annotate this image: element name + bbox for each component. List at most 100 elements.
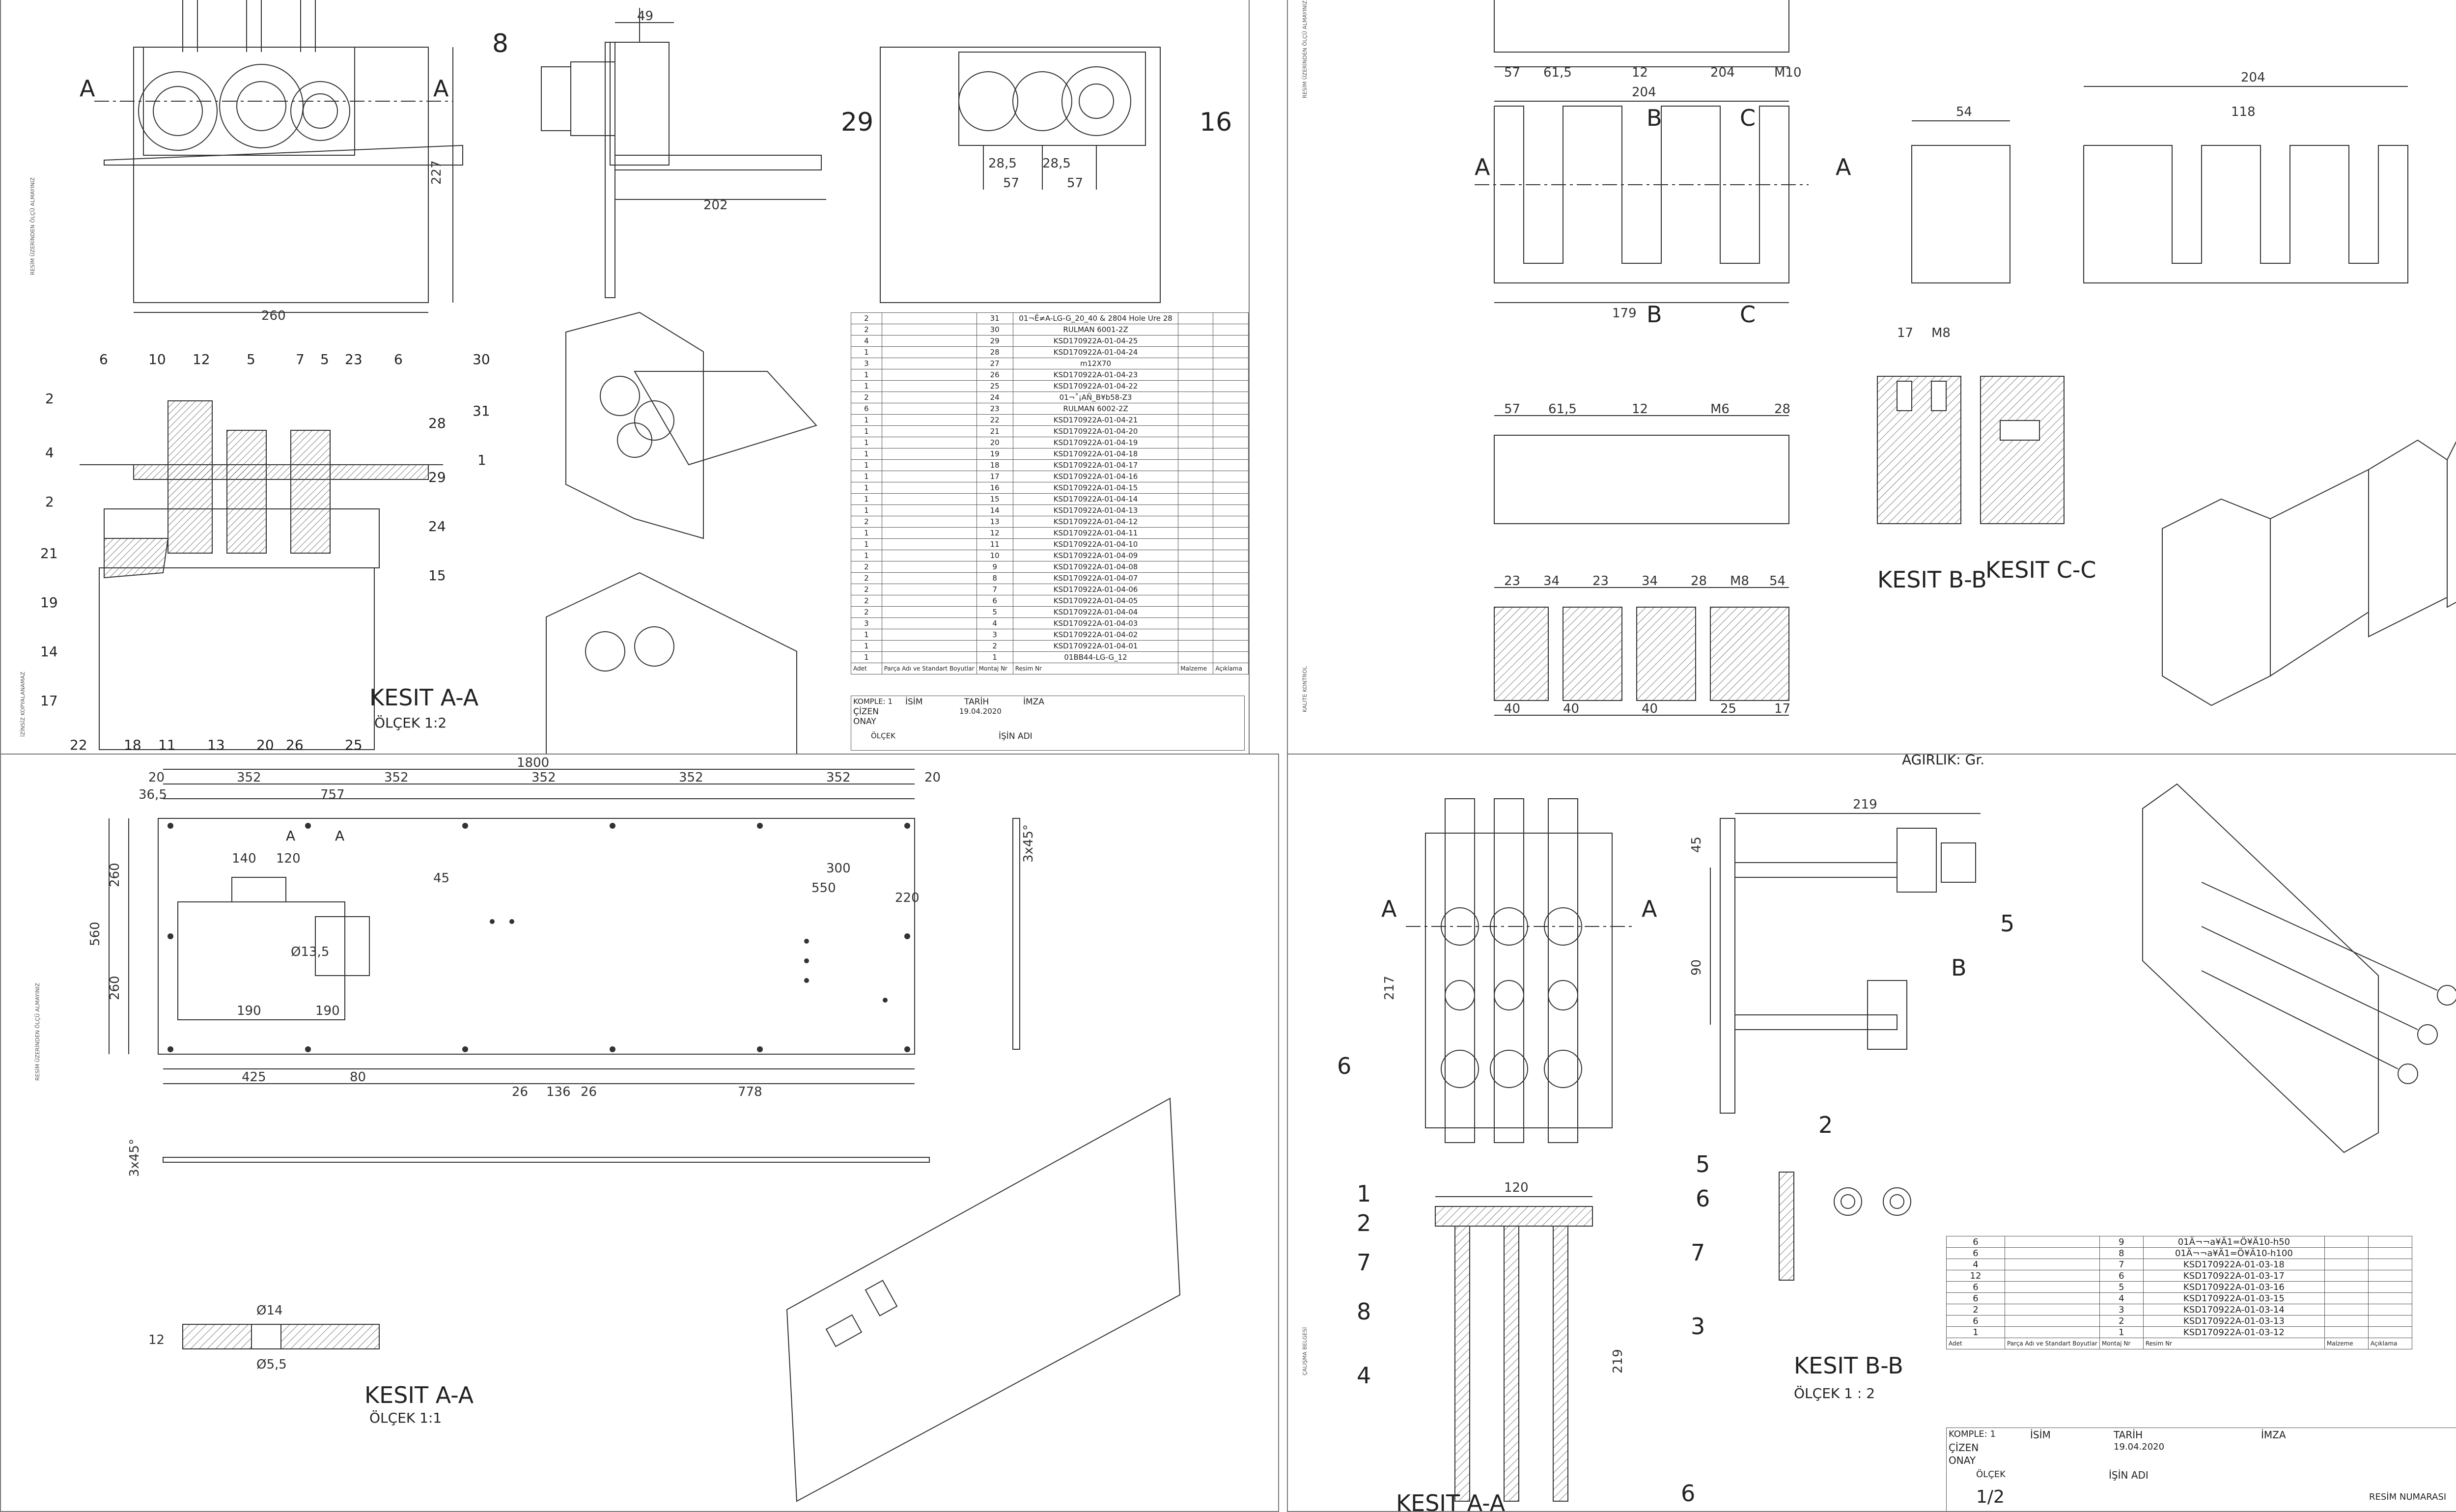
- bom-cell: 7: [976, 584, 1013, 595]
- bom-cell: 01¬˚¡AÑ_B¥b58-Z3: [1012, 392, 1179, 403]
- svg-text:220: 220: [895, 891, 920, 905]
- bom-cell: 26: [976, 369, 1013, 381]
- svg-text:757: 757: [320, 787, 345, 802]
- bom-cell: KSD170922A-01-03-12: [2143, 1326, 2325, 1338]
- svg-text:4: 4: [45, 445, 54, 461]
- svg-text:1: 1: [1357, 1180, 1371, 1207]
- bom-header-cell: Açıklama: [1213, 663, 1249, 674]
- bom-cell: [2005, 1270, 2100, 1282]
- bom-cell: 1: [851, 640, 882, 652]
- bom-cell: [1178, 403, 1214, 415]
- bom-cell: 5: [976, 606, 1013, 618]
- bom-cell: KSD170922A-01-04-07: [1012, 572, 1179, 584]
- bom-cell: [1213, 482, 1249, 494]
- svg-text:34: 34: [1543, 574, 1560, 588]
- svg-text:118: 118: [2231, 105, 2256, 119]
- bom-header-cell: Açıklama: [2368, 1338, 2412, 1349]
- bom-cell: KSD170922A-01-04-13: [1012, 504, 1179, 516]
- svg-text:26: 26: [512, 1085, 528, 1099]
- bom-cell: KSD170922A-01-04-02: [1012, 629, 1179, 641]
- bom-cell: [1178, 640, 1214, 652]
- detail-section-bb: [1779, 1172, 1911, 1281]
- svg-text:1800: 1800: [517, 756, 549, 770]
- bom-cell: [881, 312, 977, 324]
- plate-edge-view: [163, 1157, 930, 1163]
- svg-text:24: 24: [428, 518, 446, 534]
- bom-cell: 1: [851, 471, 882, 482]
- svg-text:227: 227: [429, 160, 444, 185]
- bom-cell: [881, 516, 977, 528]
- bom-cell: [1178, 482, 1214, 494]
- svg-text:28: 28: [428, 415, 446, 431]
- svg-text:204: 204: [1710, 65, 1735, 80]
- svg-text:5: 5: [320, 351, 329, 367]
- bom-cell: [2005, 1304, 2100, 1316]
- bom-header-cell: Parça Adı ve Standart Boyutlar: [2005, 1338, 2100, 1349]
- bom-cell: 14: [976, 504, 1013, 516]
- bom-cell: 1: [851, 425, 882, 437]
- bom-cell: [881, 471, 977, 482]
- svg-text:352: 352: [826, 770, 851, 785]
- bom-cell: 2: [851, 312, 882, 324]
- bom-cell: 4: [851, 335, 882, 347]
- svg-text:Ø14: Ø14: [256, 1303, 283, 1318]
- bom-header-cell: Malzeme: [1178, 663, 1214, 674]
- bom-cell: [1213, 527, 1249, 539]
- bom-cell: KSD170922A-01-03-13: [2143, 1315, 2325, 1327]
- svg-text:13: 13: [207, 737, 225, 753]
- bom-cell: 1: [851, 448, 882, 460]
- svg-text:ÖLÇEK 1:2: ÖLÇEK 1:2: [374, 714, 447, 731]
- svg-text:29: 29: [428, 469, 446, 485]
- bom-cell: 10: [976, 550, 1013, 561]
- bom-cell: KSD170922A-01-04-01: [1012, 640, 1179, 652]
- shaft-assembly-drawing-svg: A A 6 217 219 45 90 AĞIRLIK: Gr. 5 2 B: [1337, 755, 2456, 1511]
- svg-text:31: 31: [473, 403, 490, 419]
- bom-cell: [2368, 1304, 2412, 1316]
- section-label-aa-assembly: KESIT A-A: [1396, 1490, 1506, 1511]
- bom-cell: [2005, 1292, 2100, 1304]
- bom-cell: KSD170922A-01-03-16: [2143, 1281, 2325, 1293]
- bom-header-cell: Adet: [851, 663, 882, 674]
- drawing-sheet-shaft-assembly: A A 6 217 219 45 90 AĞIRLIK: Gr. 5 2 B: [1287, 754, 2456, 1512]
- bom-header-cell: Resim Nr: [1012, 663, 1179, 674]
- bom-cell: [1213, 550, 1249, 561]
- svg-text:425: 425: [242, 1070, 266, 1085]
- bom-cell: [881, 437, 977, 448]
- svg-text:260: 260: [108, 863, 122, 887]
- bom-cell: [2368, 1270, 2412, 1282]
- svg-text:7: 7: [1691, 1239, 1705, 1266]
- bom-cell: 3: [851, 617, 882, 629]
- assembly-isometric-view: [2142, 783, 2456, 1153]
- bom-cell: 13: [976, 516, 1013, 528]
- svg-text:29: 29: [841, 108, 873, 137]
- bom-cell: [2324, 1304, 2369, 1316]
- svg-text:22: 22: [70, 737, 87, 753]
- bom-cell: KSD170922A-01-04-06: [1012, 584, 1179, 595]
- bom-cell: 28: [976, 346, 1013, 358]
- bom-cell: [881, 629, 977, 641]
- block-isometric-view: [2162, 439, 2456, 706]
- bom-cell: [2368, 1315, 2412, 1327]
- svg-text:12: 12: [148, 1333, 165, 1347]
- bom-cell: 22: [976, 414, 1013, 426]
- svg-text:3: 3: [1691, 1313, 1705, 1340]
- svg-text:2: 2: [45, 494, 54, 510]
- svg-text:6: 6: [1696, 1185, 1710, 1212]
- bom-cell: 1: [851, 380, 882, 392]
- bom-cell: [881, 538, 977, 550]
- svg-text:A: A: [1475, 154, 1490, 180]
